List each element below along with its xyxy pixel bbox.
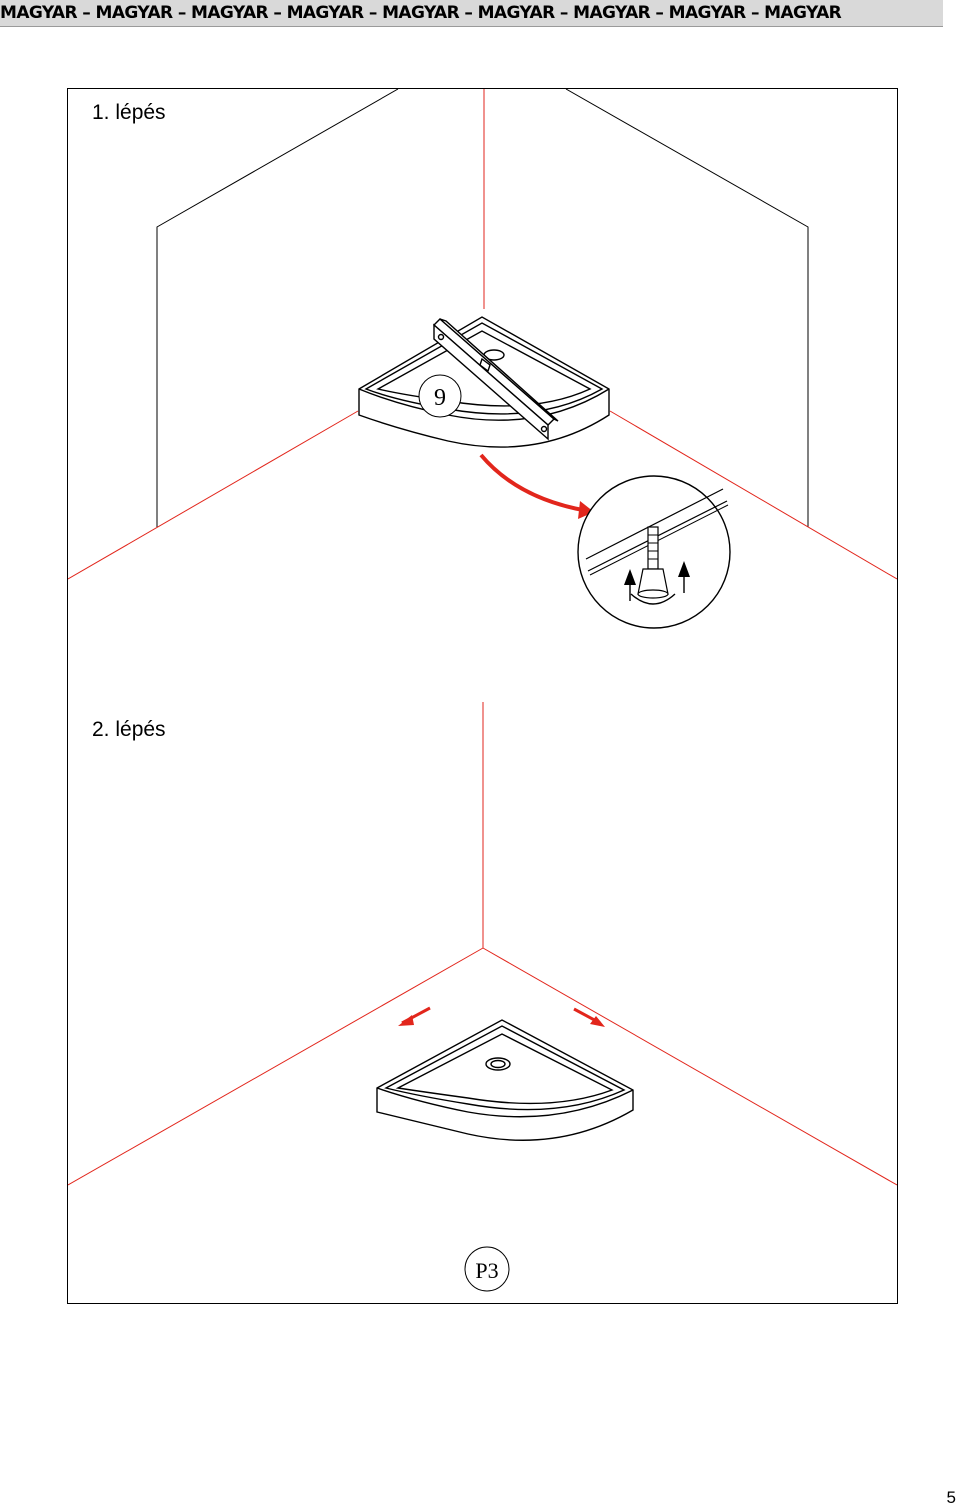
- header-text: MAGYAR – MAGYAR – MAGYAR – MAGYAR – MAGY…: [0, 3, 842, 23]
- arrow-up-right-icon: [678, 561, 690, 577]
- right-wall-outline: [565, 89, 809, 527]
- floor-right-line: [609, 410, 897, 580]
- callout-9-text: 9: [434, 385, 446, 411]
- floor-left-line: [68, 410, 359, 580]
- step-2-panel: 2. lépés P3: [67, 702, 898, 1304]
- arrow-up-left-icon: [624, 569, 636, 585]
- page-header: MAGYAR – MAGYAR – MAGYAR – MAGYAR – MAGY…: [0, 0, 943, 27]
- callout-p3-text: P3: [475, 1258, 498, 1283]
- step-1-illustration: 9: [68, 89, 897, 629]
- callout-9-circle: [418, 374, 462, 418]
- red-curved-arrow: [479, 453, 589, 513]
- shower-tray: [376, 1019, 634, 1141]
- page-number: 5: [946, 1488, 956, 1507]
- red-arrowhead: [578, 501, 594, 519]
- callout-p3-circle: [464, 1246, 510, 1292]
- step-1-panel: 1. lépés 9: [67, 88, 898, 704]
- step-2-label: 2. lépés: [92, 718, 166, 741]
- floor-left-line: [68, 947, 484, 1186]
- detail-magnifier: [577, 475, 731, 629]
- step-2-illustration: P3: [68, 702, 897, 1292]
- step-1-label: 1. lépés: [92, 101, 166, 124]
- spirit-level: [432, 318, 559, 441]
- floor-right-line: [482, 947, 897, 1186]
- left-wall-outline: [156, 89, 399, 527]
